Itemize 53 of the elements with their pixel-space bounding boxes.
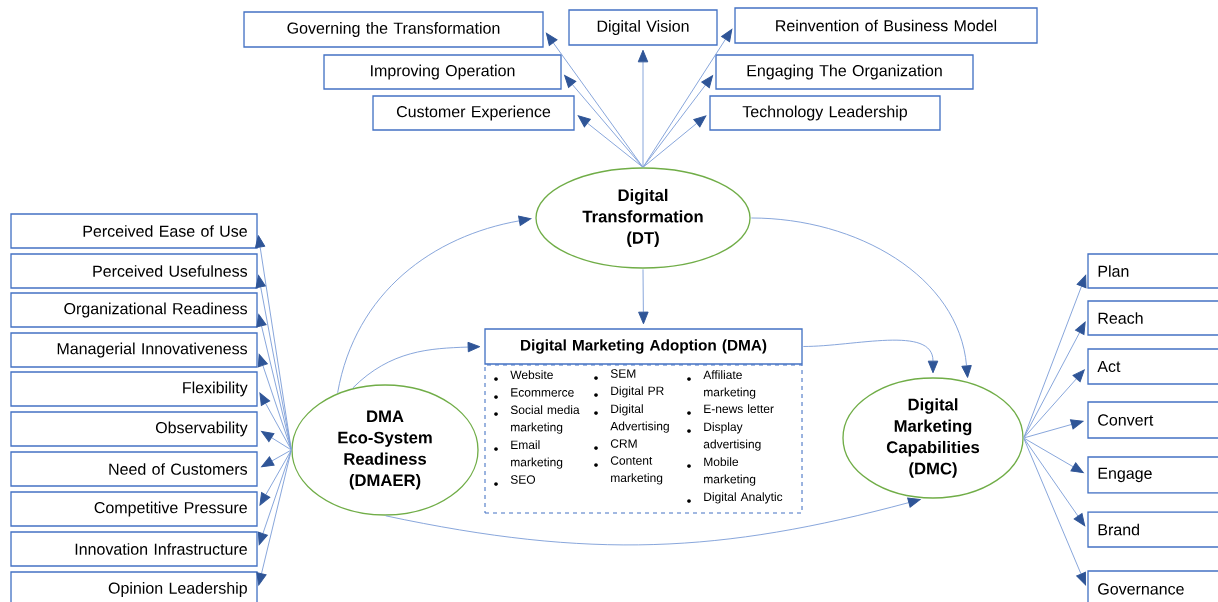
arrow — [750, 217, 972, 378]
arrow — [257, 450, 292, 546]
factor-box: Engaging The Organization — [715, 54, 974, 90]
factor-box: Brand — [1087, 511, 1218, 548]
factor-box: Governance — [1087, 570, 1218, 602]
factor-box: Reach — [1087, 300, 1218, 336]
arrow — [642, 28, 733, 168]
factor-box: Opinion Leadership — [10, 571, 258, 602]
factor-box: Innovation Infrastructure — [10, 531, 258, 567]
factor-box: Flexibility — [10, 371, 258, 407]
arrow — [1023, 437, 1084, 474]
factor-box: Technology Leadership — [709, 95, 941, 131]
arrow — [1023, 438, 1086, 527]
bullet-list-box: Website Ecommerce Social media marketing Email marketing SEO SEM Digital PR Digital Advertising CRM Content marketing Affiliate marketing E-news letter Display advertising Mobile marketing Digital Analytic — [484, 364, 803, 514]
factor-box: Governing the Transformation — [243, 11, 544, 48]
arrow — [385, 497, 921, 546]
arrow — [352, 341, 481, 389]
arrow — [255, 275, 292, 450]
arrow — [545, 32, 644, 168]
factor-box: Digital Vision — [568, 9, 718, 46]
arrow — [1023, 438, 1087, 586]
factor-box: Reinvention of Business Model — [734, 7, 1038, 44]
factor-box: Perceived Usefulness — [10, 253, 258, 289]
factor-box: Plan — [1087, 253, 1218, 289]
arrow — [1023, 369, 1085, 438]
arrow — [802, 339, 939, 374]
arrow — [337, 215, 532, 394]
arrow — [257, 353, 292, 450]
arrow — [638, 268, 649, 325]
arrow — [256, 450, 292, 586]
factor-box: Convert — [1087, 401, 1218, 439]
arrow — [261, 430, 292, 451]
factor-box: Organizational Readiness — [10, 292, 258, 328]
arrow — [577, 115, 643, 168]
arrow — [637, 49, 649, 168]
arrow — [259, 450, 292, 506]
factor-box: Improving Operation — [323, 54, 562, 90]
arrow — [1023, 274, 1087, 438]
arrow — [1023, 321, 1086, 438]
factor-box: Customer Experience — [372, 95, 575, 131]
arrow — [259, 392, 292, 450]
factor-box: Perceived Ease of Use — [10, 213, 258, 249]
factor-box: Engage — [1087, 456, 1218, 494]
factor-box: Need of Customers — [10, 451, 258, 487]
arrow — [261, 449, 292, 468]
arrow — [1023, 419, 1084, 439]
factor-box: Act — [1087, 348, 1218, 385]
factor-box: Observability — [10, 411, 258, 447]
heading-box: Digital Marketing Adoption (DMA) — [484, 328, 803, 365]
arrow — [643, 115, 707, 168]
factor-box: Competitive Pressure — [10, 491, 258, 527]
factor-box: Managerial Innovativeness — [10, 332, 258, 368]
arrow — [642, 75, 714, 168]
